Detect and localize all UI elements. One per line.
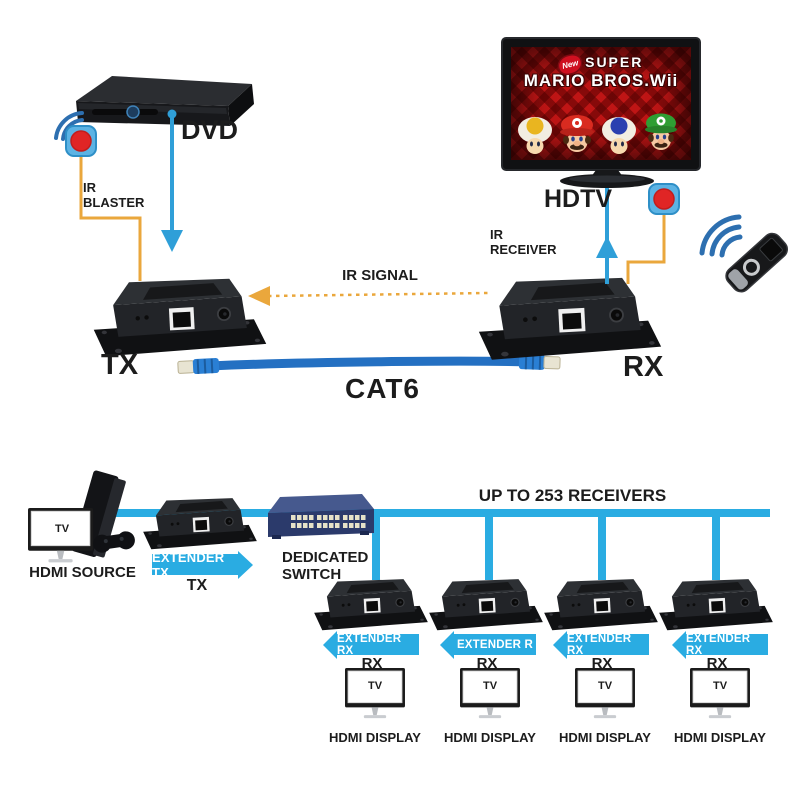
tx-extender-unit [92, 277, 268, 358]
extender-rx-banner-3-label: EXTENDER RX [567, 632, 632, 657]
ir-receiver-cable [626, 214, 666, 284]
dedicated-switch-label: DEDICATED SWITCH [282, 549, 368, 584]
ir-signal-label: IR SIGNAL [342, 267, 418, 284]
hdmi-display-label-1: HDMI DISPLAY [329, 730, 421, 745]
extender-rx-banner-3: EXTENDER RX [567, 632, 649, 657]
rx-label-4: RX [706, 655, 728, 672]
ir-blaster-cable [79, 157, 142, 281]
rx-label-3: RX [591, 655, 613, 672]
extender-rx-banner-4: EXTENDER RX [686, 632, 768, 657]
ir-receiver-eye-icon [648, 183, 680, 215]
ir-receiver-line2: RECEIVER [490, 241, 557, 257]
display-tv-2 [459, 667, 521, 719]
display-tv-4 [689, 667, 751, 719]
rx-label-2: RX [476, 655, 498, 672]
ir-waves-right-icon [699, 214, 743, 258]
trunk-line [108, 509, 770, 517]
dedicated-switch-line1: DEDICATED [282, 549, 369, 566]
tv-title-line1: SUPER [585, 54, 644, 70]
ir-receiver-label: IR RECEIVER [490, 227, 557, 258]
luigi-icon [645, 113, 677, 150]
tv-title-line2: MARIO BROS.Wii [523, 71, 679, 90]
mario-characters [518, 113, 677, 154]
ir-blaster-eye-icon [65, 125, 97, 157]
remote-control [725, 232, 789, 293]
extender-rx-banner-2-label: EXTENDER R [456, 638, 534, 651]
switch-ports [291, 515, 366, 528]
hdmi-source-label: HDMI SOURCE [29, 564, 136, 581]
mario-icon [560, 115, 594, 152]
dvd-label: DVD [181, 115, 239, 145]
rx-extender-unit-3 [543, 578, 659, 631]
dedicated-switch-line2: SWITCH [282, 566, 342, 584]
hdmi-display-label-3: HDMI DISPLAY [559, 730, 651, 745]
tv-label-1: TV [367, 680, 383, 692]
toad-blue-icon [602, 117, 636, 154]
rx-label-1: RX [361, 655, 383, 672]
rx-label-top: RX [623, 351, 664, 383]
extender-rx-banner-1-label: EXTENDER RX [337, 632, 402, 657]
source-tv-label: TV [54, 523, 70, 535]
toad-yellow-icon [518, 117, 552, 154]
extender-rx-banner-2: EXTENDER R [454, 634, 536, 655]
extender-rx-banner-4-label: EXTENDER RX [686, 632, 751, 657]
tv-label-3: TV [597, 680, 613, 692]
ir-blaster-label: IR BLASTER [83, 180, 145, 211]
extender-rx-banner-1: EXTENDER RX [337, 632, 419, 657]
rx-extender-unit-2 [428, 578, 544, 631]
hdmi-display-label-4: HDMI DISPLAY [674, 730, 766, 745]
display-tv-3 [574, 667, 636, 719]
dvd-player [76, 76, 254, 126]
display-tv-1 [344, 667, 406, 719]
ir-blaster-line1: IR [83, 180, 96, 195]
ir-receiver-line1: IR [490, 227, 503, 242]
tx-label-top: TX [101, 349, 139, 381]
cat6-label: CAT6 [344, 373, 421, 404]
ir-signal-arrow [248, 286, 489, 306]
tv-label-2: TV [482, 680, 498, 692]
tx-label-bottom: TX [186, 577, 208, 594]
hdtv-label: HDTV [544, 185, 613, 213]
rx-extender-unit-4 [658, 578, 774, 631]
tv-label-4: TV [712, 680, 728, 692]
rx-extender-unit [477, 276, 663, 361]
ir-blaster-line2: BLASTER [83, 194, 145, 210]
extender-tx-banner-label: EXTENDER TX [152, 549, 225, 580]
receivers-heading: UP TO 253 RECEIVERS [478, 486, 667, 505]
network-switch [268, 494, 374, 539]
rx-extender-unit-1 [313, 578, 429, 631]
extender-tx-unit-bottom [142, 497, 258, 550]
gamepad-icon [93, 531, 135, 553]
cat6-cable [177, 354, 561, 375]
drop-lines [372, 513, 720, 580]
hdmi-arrow-down [161, 118, 183, 252]
extender-tx-banner: EXTENDER TX [152, 550, 238, 580]
hdmi-display-label-2: HDMI DISPLAY [444, 730, 536, 745]
